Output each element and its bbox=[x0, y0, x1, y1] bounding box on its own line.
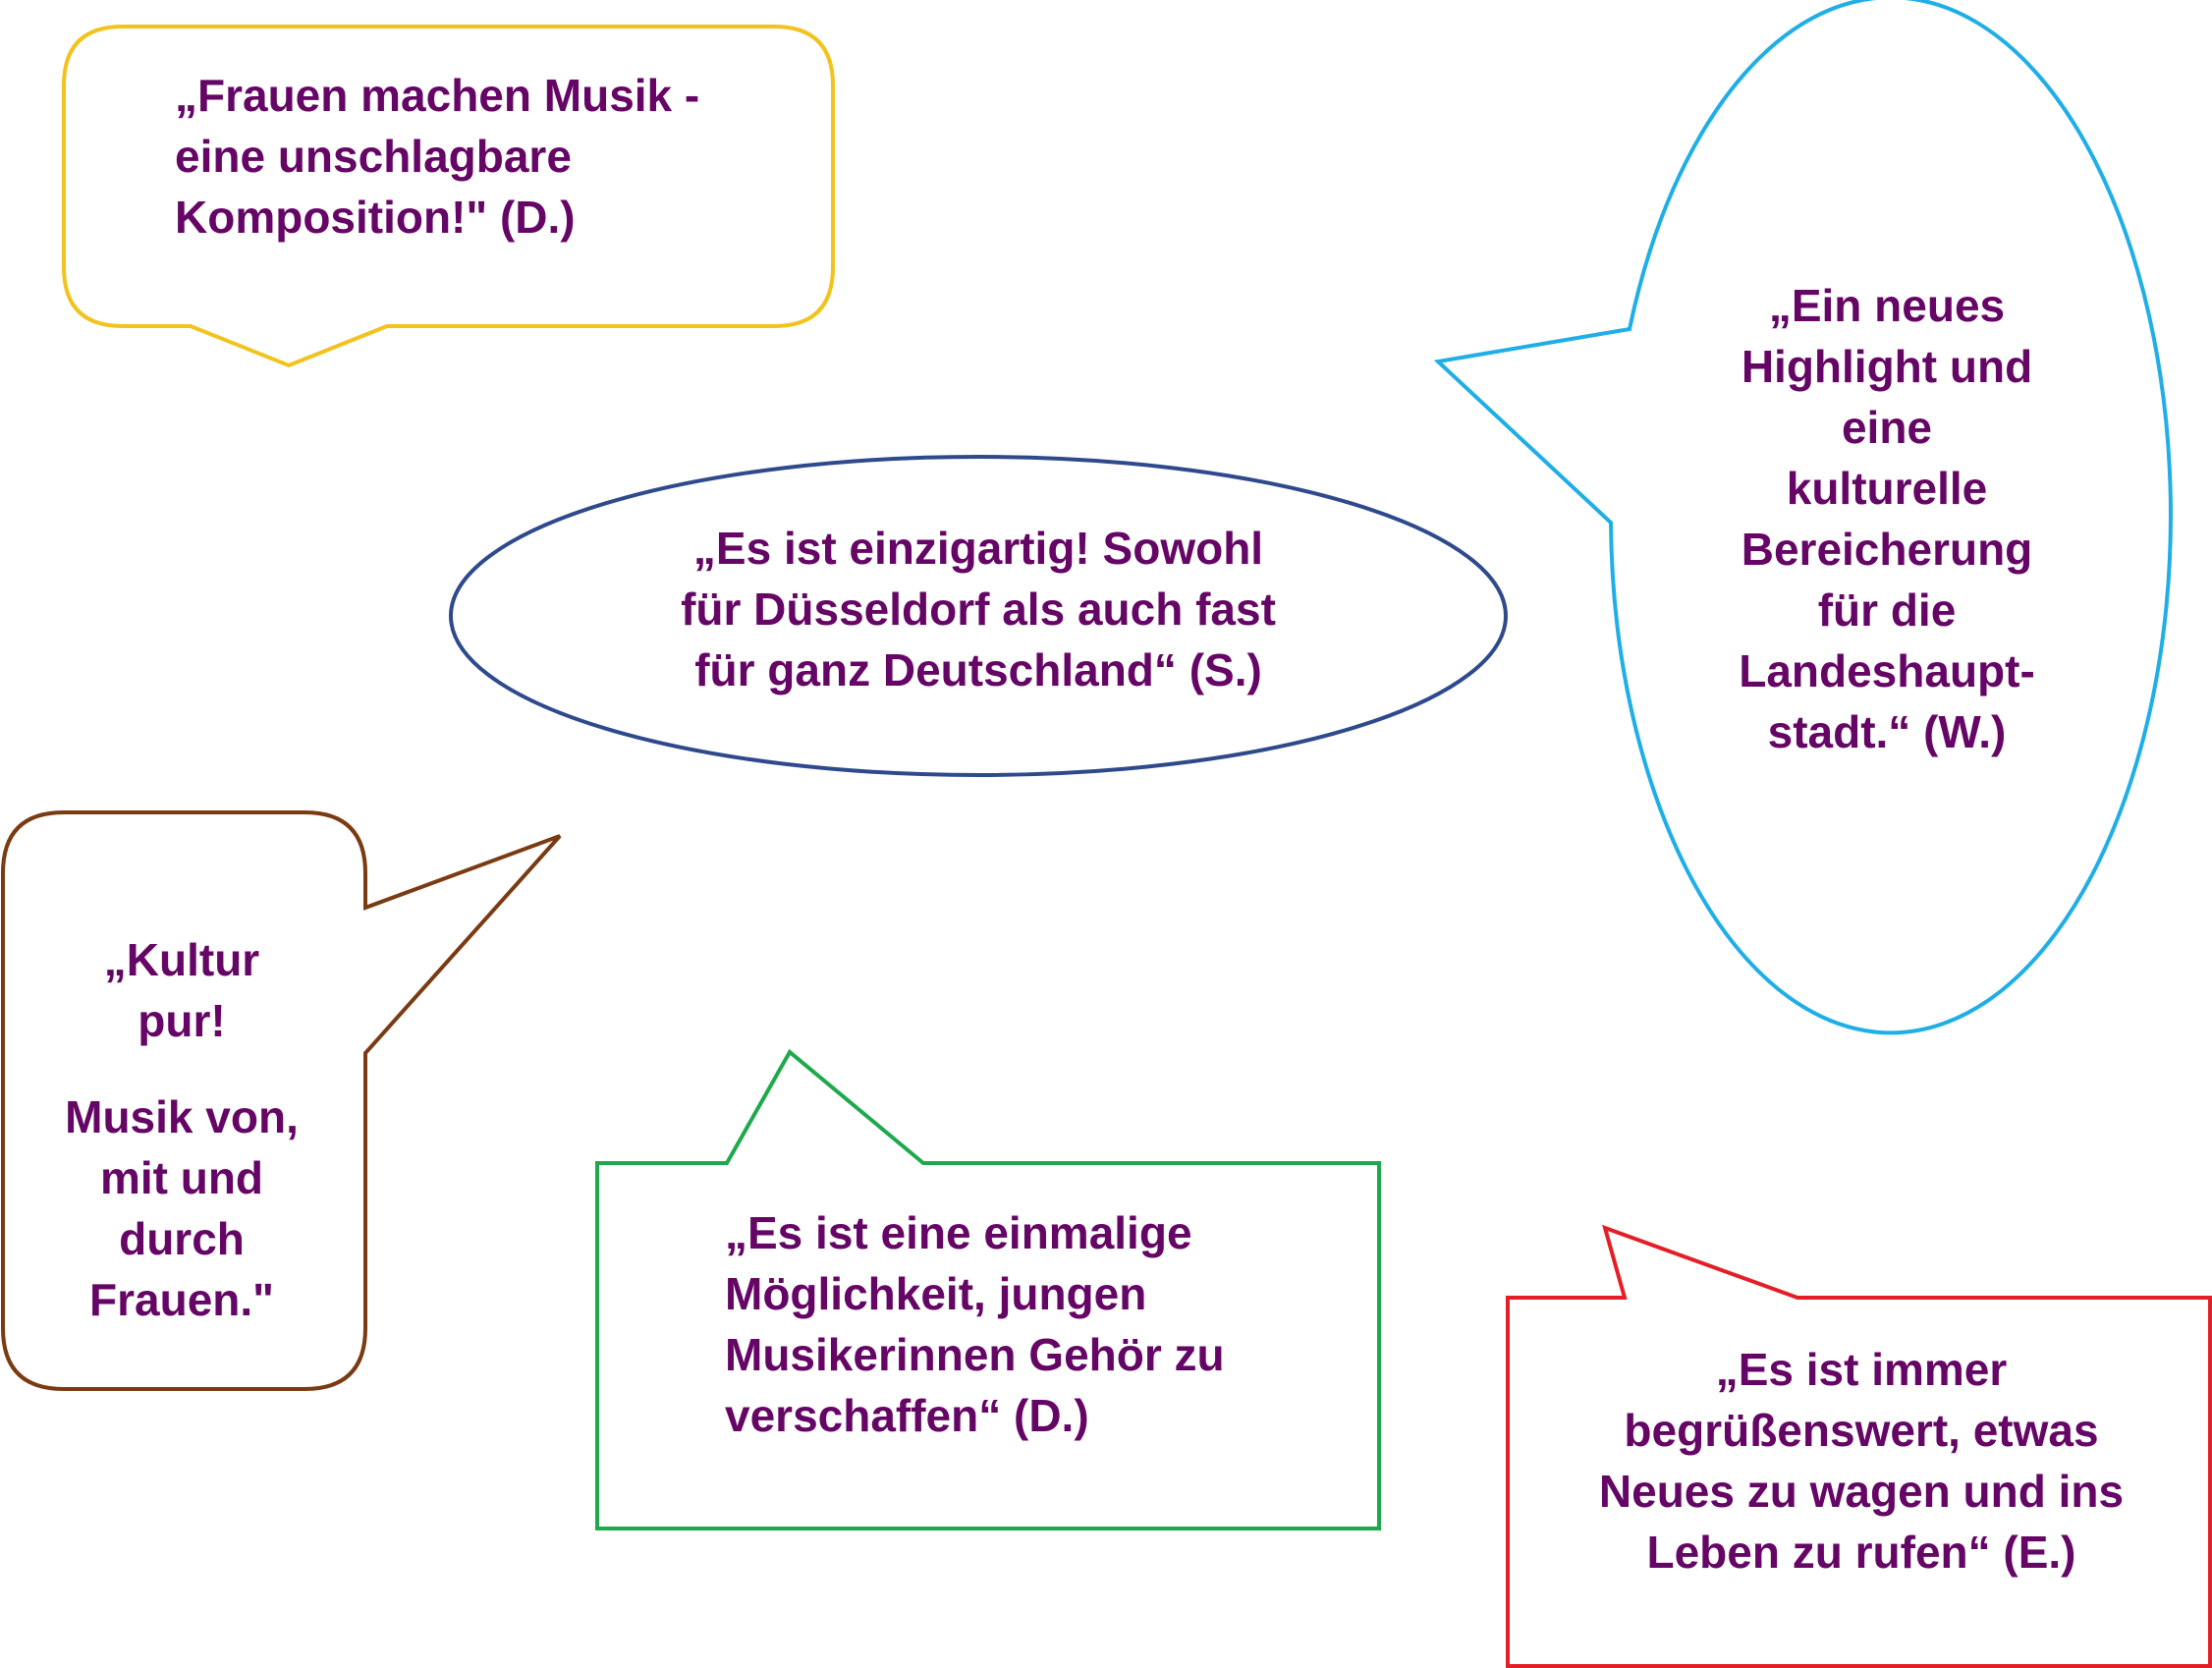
quote-kultur: „Kultur pur! Musik von, mit und durch Fr… bbox=[20, 929, 344, 1330]
quote-highlight-line: stadt.“ (W.) bbox=[1767, 706, 2007, 757]
quote-kultur-line: mit und bbox=[99, 1152, 264, 1203]
quote-wagen-line: Neues zu wagen und ins bbox=[1598, 1466, 2125, 1517]
quote-highlight-line: kulturelle bbox=[1786, 463, 1988, 514]
quote-kultur-spacer bbox=[20, 1051, 344, 1086]
bubble-einmalig-shape bbox=[595, 1048, 1381, 1530]
quote-einzigartig: „Es ist einzigartig! Sowohl für Düsseldo… bbox=[585, 518, 1371, 700]
quote-wagen-line: „Es ist immer bbox=[1715, 1344, 2008, 1395]
quote-einmalig-line: Musikerinnen Gehör zu bbox=[725, 1329, 1225, 1380]
quote-highlight-line: für die bbox=[1817, 584, 1957, 636]
bubble-kultur-shape bbox=[1, 810, 562, 1391]
quote-frauen-line: Komposition!" (D.) bbox=[175, 192, 576, 243]
quote-highlight-line: Bereicherung bbox=[1741, 524, 2033, 575]
quote-wagen-line: Leben zu rufen“ (E.) bbox=[1646, 1527, 2076, 1578]
quote-wagen-line: begrüßenswert, etwas bbox=[1624, 1405, 2099, 1456]
bubble-frauen-shape bbox=[62, 25, 835, 368]
bubble-einzigartig-shape bbox=[449, 455, 1508, 777]
quote-highlight-line: eine bbox=[1841, 402, 1933, 453]
quote-kultur-line: Frauen." bbox=[89, 1274, 274, 1325]
quote-kultur-line: pur! bbox=[138, 995, 226, 1046]
quote-einmalig: „Es ist eine einmalige Möglichkeit, jung… bbox=[725, 1202, 1225, 1446]
quote-frauen: „Frauen machen Musik - eine unschlagbare… bbox=[175, 65, 699, 248]
quote-einmalig-line: verschaffen“ (D.) bbox=[725, 1390, 1089, 1441]
quote-wagen: „Es ist immer begrüßenswert, etwas Neues… bbox=[1547, 1339, 2176, 1583]
quote-highlight-line: „Ein neues bbox=[1768, 280, 2006, 331]
quote-highlight: „Ein neues Highlight und eine kulturelle… bbox=[1695, 275, 2078, 762]
quote-kultur-line: „Kultur bbox=[103, 934, 260, 985]
quote-kultur-line: Musik von, bbox=[65, 1091, 299, 1142]
quote-einmalig-line: „Es ist eine einmalige bbox=[725, 1207, 1192, 1258]
quote-einzigartig-line: „Es ist einzigartig! Sowohl bbox=[692, 523, 1264, 574]
quote-highlight-line: Highlight und bbox=[1741, 341, 2033, 392]
quote-highlight-line: Landeshaupt- bbox=[1739, 645, 2035, 696]
bubble-highlight-shape bbox=[1433, 0, 2173, 1035]
quote-einzigartig-line: für ganz Deutschland“ (S.) bbox=[694, 644, 1262, 695]
bubble-wagen-shape bbox=[1506, 1224, 2212, 1668]
quote-frauen-line: „Frauen machen Musik - bbox=[175, 70, 700, 121]
quote-einmalig-line: Möglichkeit, jungen bbox=[725, 1268, 1147, 1319]
quote-frauen-line: eine unschlagbare bbox=[175, 131, 572, 182]
quote-kultur-line: durch bbox=[119, 1213, 245, 1264]
quote-einzigartig-line: für Düsseldorf als auch fast bbox=[681, 584, 1276, 635]
